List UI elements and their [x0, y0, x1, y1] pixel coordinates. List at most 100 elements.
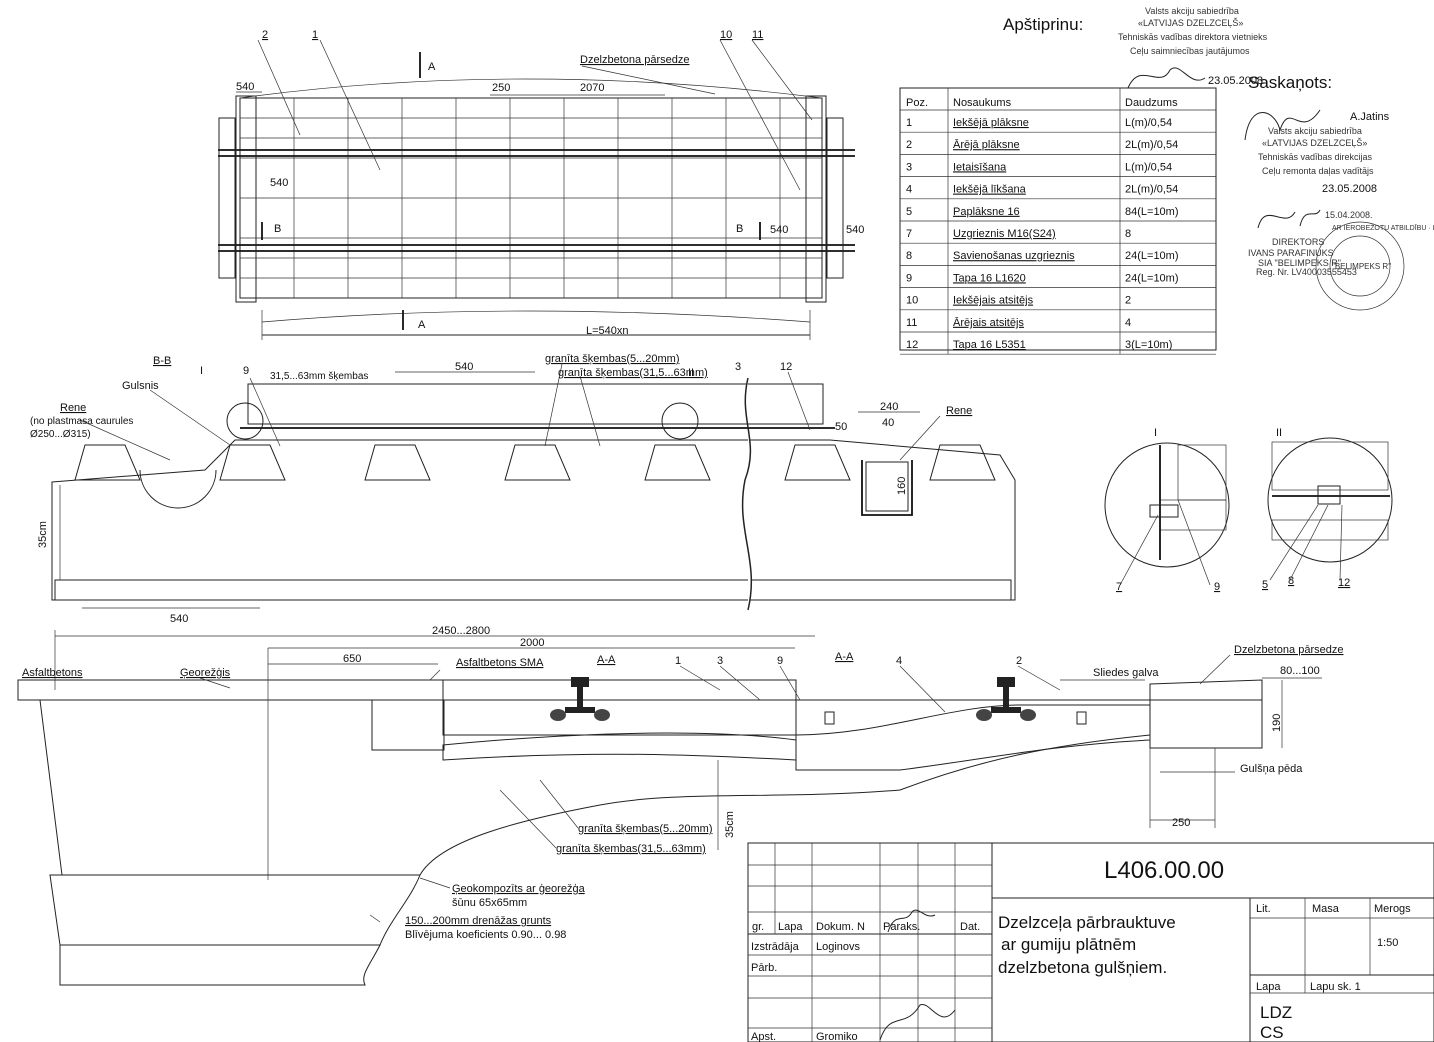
detail-i-circle	[1104, 442, 1230, 568]
parts-cell-poz: 2	[906, 139, 912, 151]
parts-cell-name: Paplāksne 16	[953, 206, 1020, 218]
agreement-org-line-2: «LATVIJAS DZELZCEĻŠ»	[1262, 138, 1367, 148]
aa-dim-80-100: 80...100	[1280, 665, 1320, 677]
tb-lit: Lit.	[1256, 903, 1271, 915]
agreement-block: Saskaņots: A.Jatins Valsts akciju sabied…	[1244, 73, 1390, 195]
parts-cell-poz: 11	[906, 317, 917, 329]
tb-col-gr: gr.	[752, 921, 764, 933]
bb-label-gravel-coarse: granīta šķembas(31,5...63mm)	[558, 367, 708, 379]
leader-10	[719, 39, 801, 191]
detail-i-title: I	[1154, 427, 1157, 439]
parts-cell-poz: 7	[906, 228, 912, 240]
aa-label-geocomposite: Ģeokompozīts ar ģeorežģa	[452, 882, 586, 895]
bb-label-pipes: (no plastmasa caurules	[30, 416, 133, 427]
aa-section-title-2: A-A	[835, 651, 854, 663]
bb-detail-circle-i	[226, 402, 264, 440]
company-seal-outer	[1315, 221, 1405, 311]
title-block-border	[747, 842, 1434, 1042]
director-date: 15.04.2008.	[1325, 210, 1373, 220]
aa-label-geogrid: Ģeorežģis	[180, 666, 231, 679]
plan-callout-11: 11	[752, 29, 763, 41]
detail-ii: II 5 8 12	[1262, 427, 1393, 591]
aa-pin-right	[1076, 711, 1087, 725]
plan-view: 2 1 10 11 Dzelzbetona pārsedze 540 250 2…	[218, 29, 864, 340]
aa-callout-1: 1	[675, 655, 681, 667]
approval-block: Apštiprinu: Valsts akciju sabiedrība «LA…	[1003, 6, 1268, 89]
aa-label-drainage: 150...200mm drenāžas grunts	[405, 915, 552, 927]
parts-header-qty: Daudzums	[1125, 97, 1178, 109]
bb-sleeper-6	[784, 444, 851, 481]
parts-table-border	[899, 87, 1217, 351]
parts-cell-qty: 84(L=10m)	[1125, 206, 1179, 218]
bb-dim-40: 40	[882, 417, 894, 429]
aa-callout-9: 9	[777, 655, 783, 667]
leader-2	[257, 39, 301, 136]
tb-merogs: Merogs	[1374, 903, 1411, 915]
approval-org-line-4: Ceļu saimniecības jautājumos	[1130, 46, 1250, 56]
plan-end-block-left	[235, 95, 257, 303]
agreement-org-line-3: Tehniskās vadības direkcijas	[1258, 152, 1373, 162]
tb-role-izstradaja: Izstrādāja	[751, 941, 800, 953]
parts-cell-poz: 8	[906, 250, 912, 262]
aa-dim-35cm: 35cm	[724, 811, 736, 838]
drawing-code: L406.00.00	[1104, 857, 1224, 884]
tb-col-dat: Dat.	[960, 921, 980, 933]
plan-dim-540-outer: 540	[846, 224, 864, 236]
bb-drain-channel	[861, 460, 913, 516]
bb-callout-12: 12	[780, 361, 792, 373]
parts-cell-name: Ārējā plāksne	[953, 139, 1020, 151]
parts-cell-name: Tapa 16 L1620	[953, 272, 1026, 284]
tb-lapa: Lapa	[1256, 981, 1281, 993]
plan-rails	[218, 149, 855, 252]
section-a-label-bottom: A	[418, 319, 426, 331]
tb-org: LDZ	[1260, 1003, 1292, 1022]
parts-table-lines	[900, 88, 1216, 355]
aa-asphalt-right	[1149, 679, 1263, 701]
bb-callout-i: I	[200, 365, 203, 377]
parts-cell-qty: 8	[1125, 228, 1131, 240]
aa-drainage-soil	[49, 874, 421, 946]
parts-cell-qty: L(m)/0,54	[1125, 161, 1172, 173]
aa-rail-left	[550, 677, 610, 721]
section-aa: A-A A-A Asfaltbetons Ģeorežģis Asfaltbet…	[17, 625, 1343, 986]
parts-cell-qty: 3(L=10m)	[1125, 339, 1172, 351]
agreement-person: A.Jatins	[1350, 111, 1390, 123]
detail-ii-slab	[1271, 441, 1389, 491]
detail-i-nut	[1149, 504, 1179, 518]
plan-callout-2: 2	[262, 29, 268, 41]
parts-cell-qty: 2L(m)/0,54	[1125, 184, 1178, 196]
aa-callout-3: 3	[717, 655, 723, 667]
parts-cell-qty: 2	[1125, 295, 1131, 307]
bb-subbase	[54, 579, 1012, 601]
bb-label-rene-right: Rene	[946, 405, 972, 417]
aa-label-asphalt: Asfaltbetons	[22, 667, 83, 679]
parts-cell-name: Ietaisīšana	[953, 161, 1007, 173]
bb-label-pipes2: Ø250...Ø315)	[30, 429, 91, 440]
section-bb: B-B Gulsnis Rene (no plastmasa caurules …	[30, 353, 1016, 625]
title-block: L406.00.00 Dzelzceļa pārbrauktuve ar gum…	[747, 842, 1434, 1042]
approval-date: 23.05.2008	[1208, 75, 1263, 87]
agreement-date: 23.05.2008	[1322, 183, 1377, 195]
parts-cell-poz: 12	[906, 339, 918, 351]
company-seal-text: AR IEROBEŽOTU ATBILDĪBU · LATVIJAS REPUB…	[1332, 223, 1434, 232]
tb-scale: 1:50	[1377, 937, 1398, 949]
detail-ii-coupling	[1317, 485, 1341, 505]
parts-cell-name: Iekšējā līkšana	[953, 184, 1027, 196]
director-block: 15.04.2008. DIREKTORS IVANS PARAFINUKS S…	[1248, 209, 1434, 311]
approval-org-line-2: «LATVIJAS DZELZCEĻŠ»	[1138, 18, 1243, 28]
plan-callout-10: 10	[720, 29, 732, 41]
plan-bottom-arc	[261, 310, 811, 323]
aa-label-compaction: Blīvējuma koeficients 0.90... 0.98	[405, 929, 566, 941]
parts-cell-qty: 24(L=10m)	[1125, 250, 1179, 262]
detail-ii-callout-5: 5	[1262, 579, 1268, 591]
parts-cell-name: Iekšējais atsitējs	[953, 295, 1034, 307]
aa-label-asphalt-sma: Asfaltbetons SMA	[456, 657, 544, 669]
title-block-grid-left	[748, 843, 992, 1042]
plan-overpass-label: Dzelzbetona pārsedze	[580, 54, 689, 66]
tb-role-parb: Pārb.	[751, 962, 777, 974]
parts-cell-name: Iekšējā plāksne	[953, 117, 1029, 129]
bb-rubber-slab	[247, 383, 824, 425]
